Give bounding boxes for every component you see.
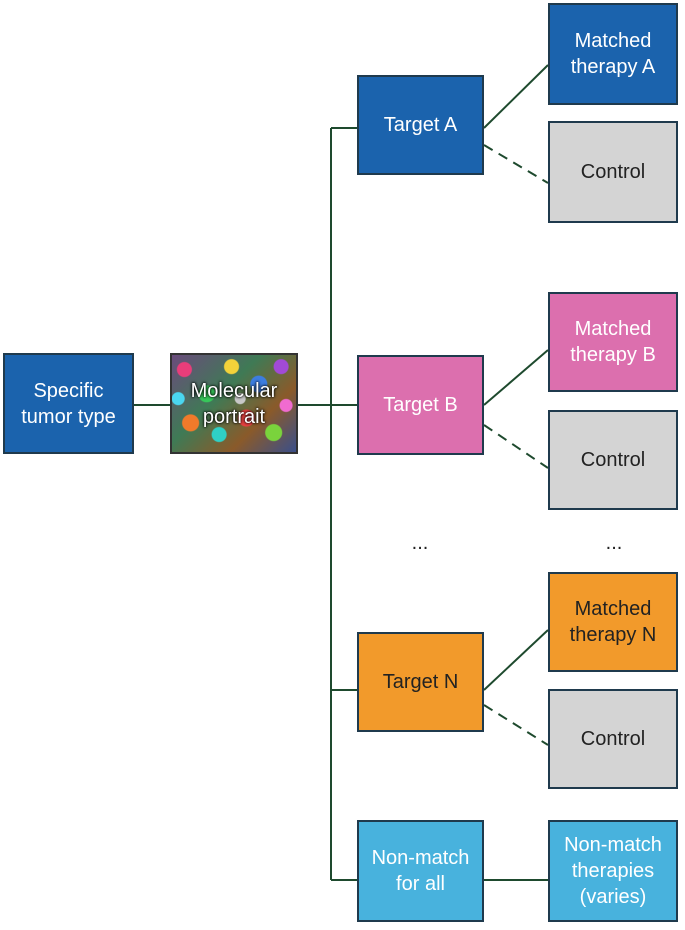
non-match-box: Non-match for all: [357, 820, 484, 922]
matched-therapy-a-label: Matched therapy A: [570, 30, 656, 78]
tumor-type-box: Specific tumor type: [3, 353, 134, 454]
molecular-portrait-image: Molecular portrait: [170, 353, 298, 454]
therapies-ellipsis: ...: [605, 532, 623, 554]
tumor-type-label: Specific tumor type: [21, 379, 116, 428]
control-n-label: Control: [580, 728, 646, 750]
connector-target-a-therapy: [483, 64, 549, 129]
connector-target-n-control: [483, 704, 549, 746]
non-match-therapies-label: Non-match therapies (varies): [564, 834, 662, 908]
non-match-label: Non-match for all: [371, 847, 470, 895]
connector-target-n-therapy: [483, 629, 549, 691]
target-a-box: Target A: [357, 75, 484, 175]
molecular-portrait-label: Molecular portrait: [190, 379, 278, 428]
connector-target-b-control: [483, 424, 549, 469]
matched-therapy-n-label: Matched therapy N: [569, 598, 657, 646]
target-b-box: Target B: [357, 355, 484, 455]
target-b-label: Target B: [383, 394, 458, 416]
non-match-therapies-box: Non-match therapies (varies): [548, 820, 678, 922]
target-n-box: Target N: [357, 632, 484, 732]
targets-ellipsis: ...: [411, 532, 429, 554]
connector-target-b-therapy: [483, 349, 549, 406]
matched-therapy-n-box: Matched therapy N: [548, 572, 678, 672]
control-n-box: Control: [548, 689, 678, 789]
control-a-box: Control: [548, 121, 678, 223]
matched-therapy-b-label: Matched therapy B: [570, 318, 656, 366]
matched-therapy-a-box: Matched therapy A: [548, 3, 678, 105]
control-a-label: Control: [580, 161, 646, 183]
matched-therapy-b-box: Matched therapy B: [548, 292, 678, 392]
control-b-box: Control: [548, 410, 678, 510]
target-n-label: Target N: [382, 671, 459, 693]
target-a-label: Target A: [383, 114, 458, 136]
connector-target-a-control: [483, 144, 549, 184]
control-b-label: Control: [580, 449, 646, 471]
